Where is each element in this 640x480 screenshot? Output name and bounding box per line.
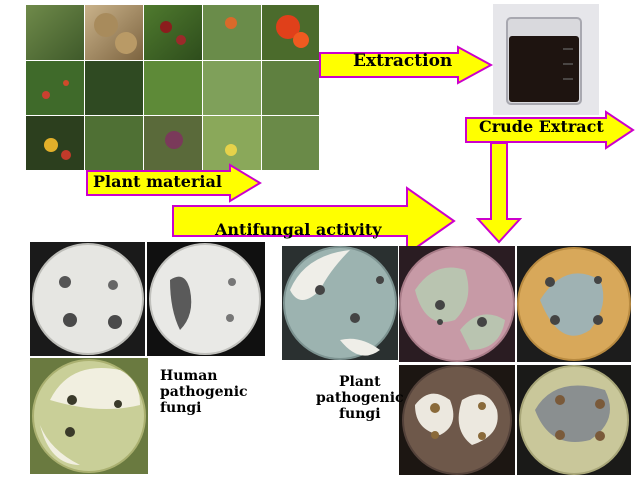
plant-photo-grid bbox=[26, 5, 319, 170]
antifungal-activity-label: Antifungal activity bbox=[215, 220, 382, 239]
crude-extract-arrow bbox=[464, 110, 636, 150]
plant-material-label: Plant material bbox=[93, 172, 222, 191]
down-arrow bbox=[476, 141, 522, 245]
extraction-label: Extraction bbox=[353, 51, 453, 71]
plant-fungi-caption: Plant pathogenic fungi bbox=[316, 374, 404, 423]
plant-material-arrow bbox=[85, 163, 263, 203]
extraction-arrow bbox=[318, 45, 494, 85]
crude-extract-label: Crude Extract bbox=[479, 117, 604, 136]
beaker-photo bbox=[493, 4, 599, 115]
antifungal-activity-arrow bbox=[171, 186, 457, 256]
human-fungi-caption: Human pathogenic fungi bbox=[160, 368, 248, 417]
